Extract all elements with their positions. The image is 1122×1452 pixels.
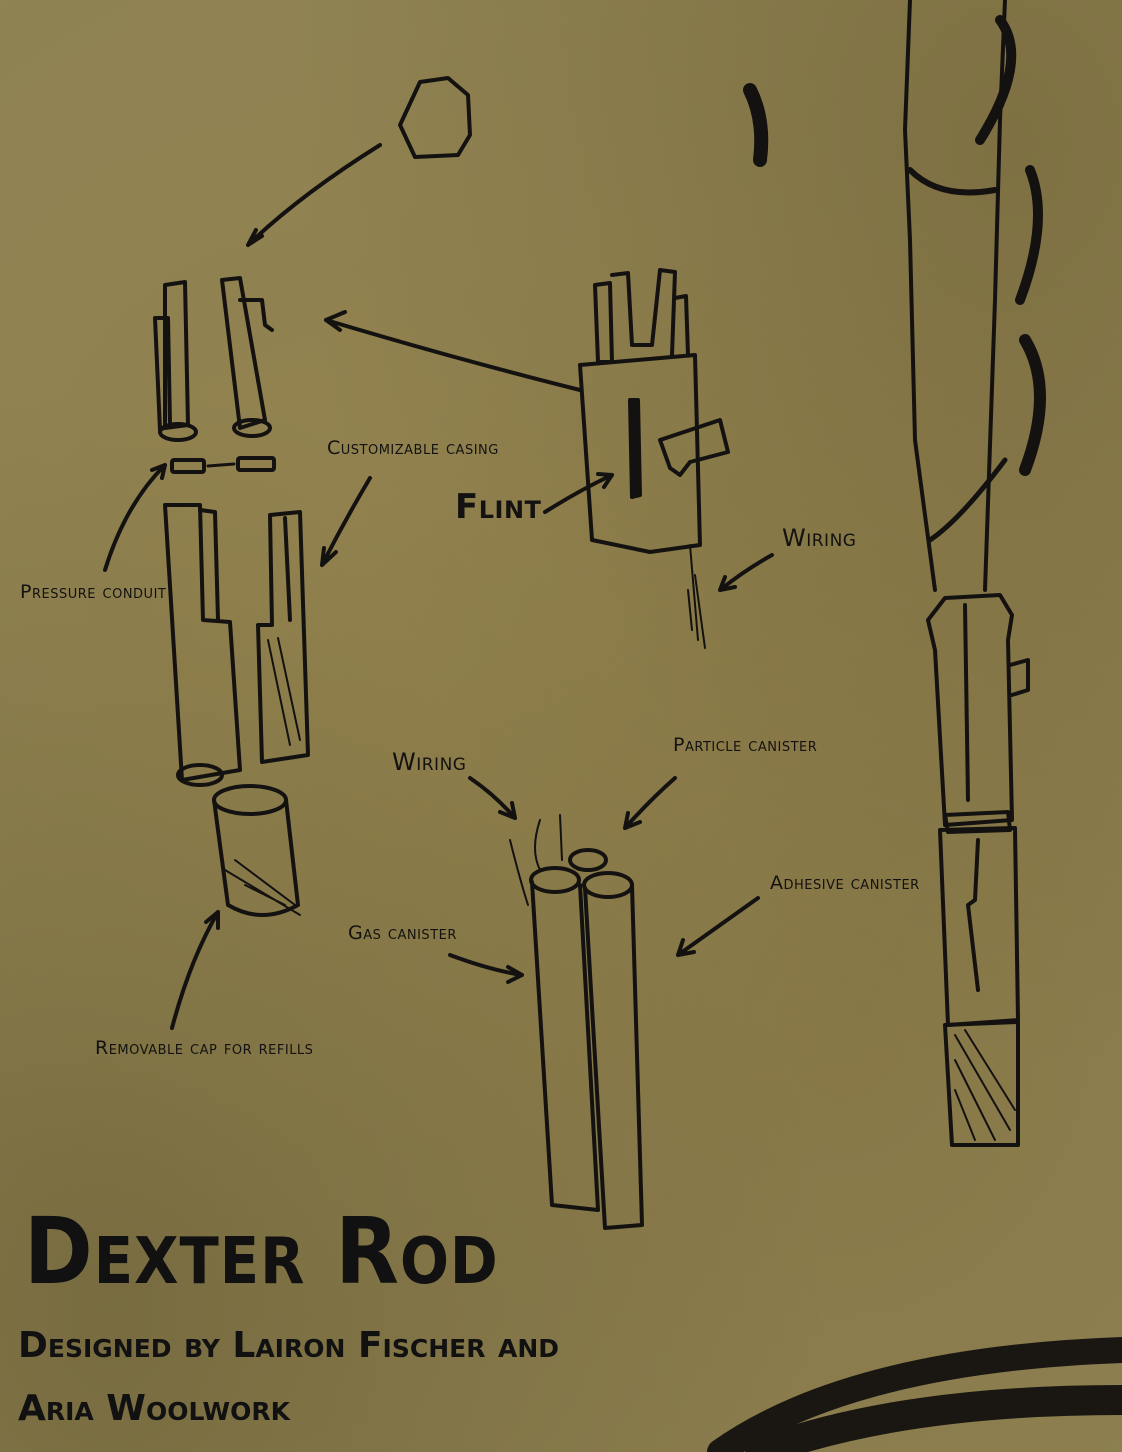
label-gas-canister: Gas canister [348, 922, 457, 944]
label-pressure-conduit: Pressure conduit [20, 581, 166, 603]
arrow-adhesive-canister [678, 898, 758, 955]
arrow-particle-canister [625, 778, 675, 828]
credits-line-2: Aria Woolwork [18, 1388, 290, 1429]
arrow-flint-label [545, 474, 612, 512]
page-title: Dexter Rod [24, 1198, 499, 1305]
label-flint: Flint [455, 487, 541, 527]
label-wiring-bottom: Wiring [392, 748, 466, 776]
arrow-removable-cap [172, 912, 218, 1028]
removable-cap [214, 786, 300, 915]
arrow-pressure-conduit [105, 465, 165, 570]
flint-emitter [580, 270, 728, 648]
gem-stone [400, 78, 470, 157]
arrow-customizable-casing [322, 478, 370, 565]
arrow-gem [248, 145, 380, 245]
label-customizable-casing: Customizable casing [327, 437, 499, 459]
arrow-gas-canister [450, 955, 522, 982]
assembled-rod [928, 595, 1028, 1145]
canister-bundle [510, 815, 642, 1228]
long-casing-halves [165, 505, 308, 785]
arrow-wiring-top [720, 555, 772, 590]
staff-handle [905, 0, 1040, 590]
ink-smudge [750, 90, 761, 160]
label-removable-cap: Removable cap for refills [95, 1037, 313, 1059]
top-casing-halves [155, 278, 272, 440]
arrow-wiring-bottom [470, 778, 515, 818]
label-particle-canister: Particle canister [673, 734, 817, 756]
label-adhesive-canister: Adhesive canister [770, 872, 920, 894]
label-wiring-top: Wiring [782, 524, 856, 552]
arrow-flint-to-casing [326, 312, 580, 390]
credits-line-1: Designed by Lairon Fischer and [18, 1325, 559, 1366]
pressure-conduit-pieces [172, 458, 274, 472]
